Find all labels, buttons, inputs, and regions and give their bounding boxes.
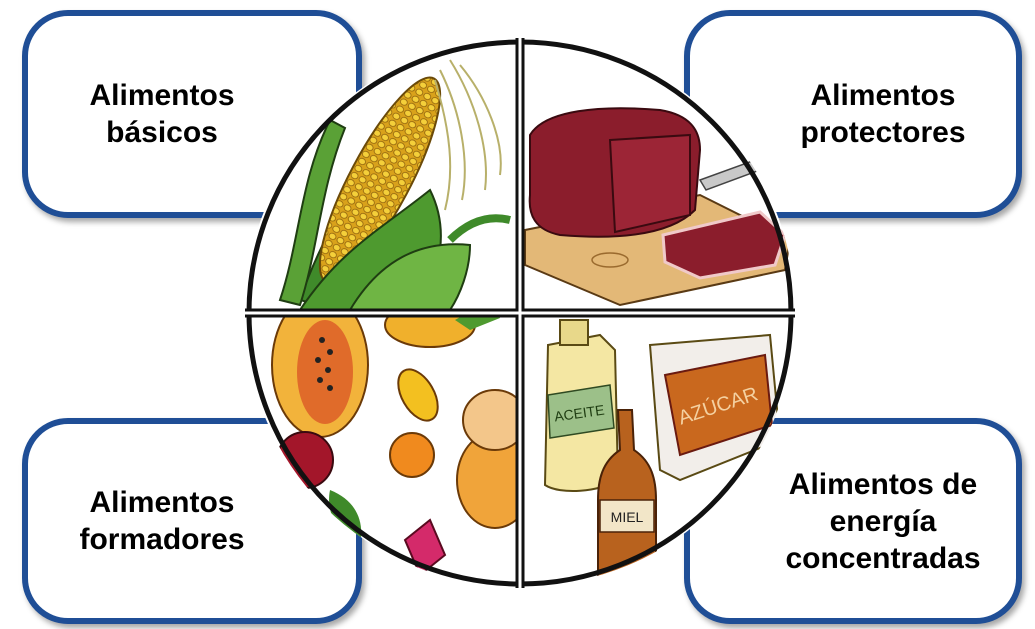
corn-illustration	[245, 40, 516, 311]
oil-honey-sugar-illustration: ACEITE AZÚCAR MIEL	[524, 315, 795, 586]
label-protective-foods: Alimentos protectores	[800, 79, 966, 149]
label-building-foods: Alimentos formadores	[79, 486, 245, 556]
label-energy-foods: Alimentos de energía concentradas	[785, 467, 981, 575]
label-basic-foods: Alimentos básicos	[89, 79, 235, 149]
oil-label: ACEITE	[553, 402, 605, 425]
label-box-energy-foods: Alimentos de energía concentradas	[684, 418, 1022, 624]
meat-on-board-illustration	[524, 40, 795, 311]
honey-label: MIEL	[611, 509, 644, 525]
label-box-basic-foods: Alimentos básicos	[22, 10, 362, 218]
